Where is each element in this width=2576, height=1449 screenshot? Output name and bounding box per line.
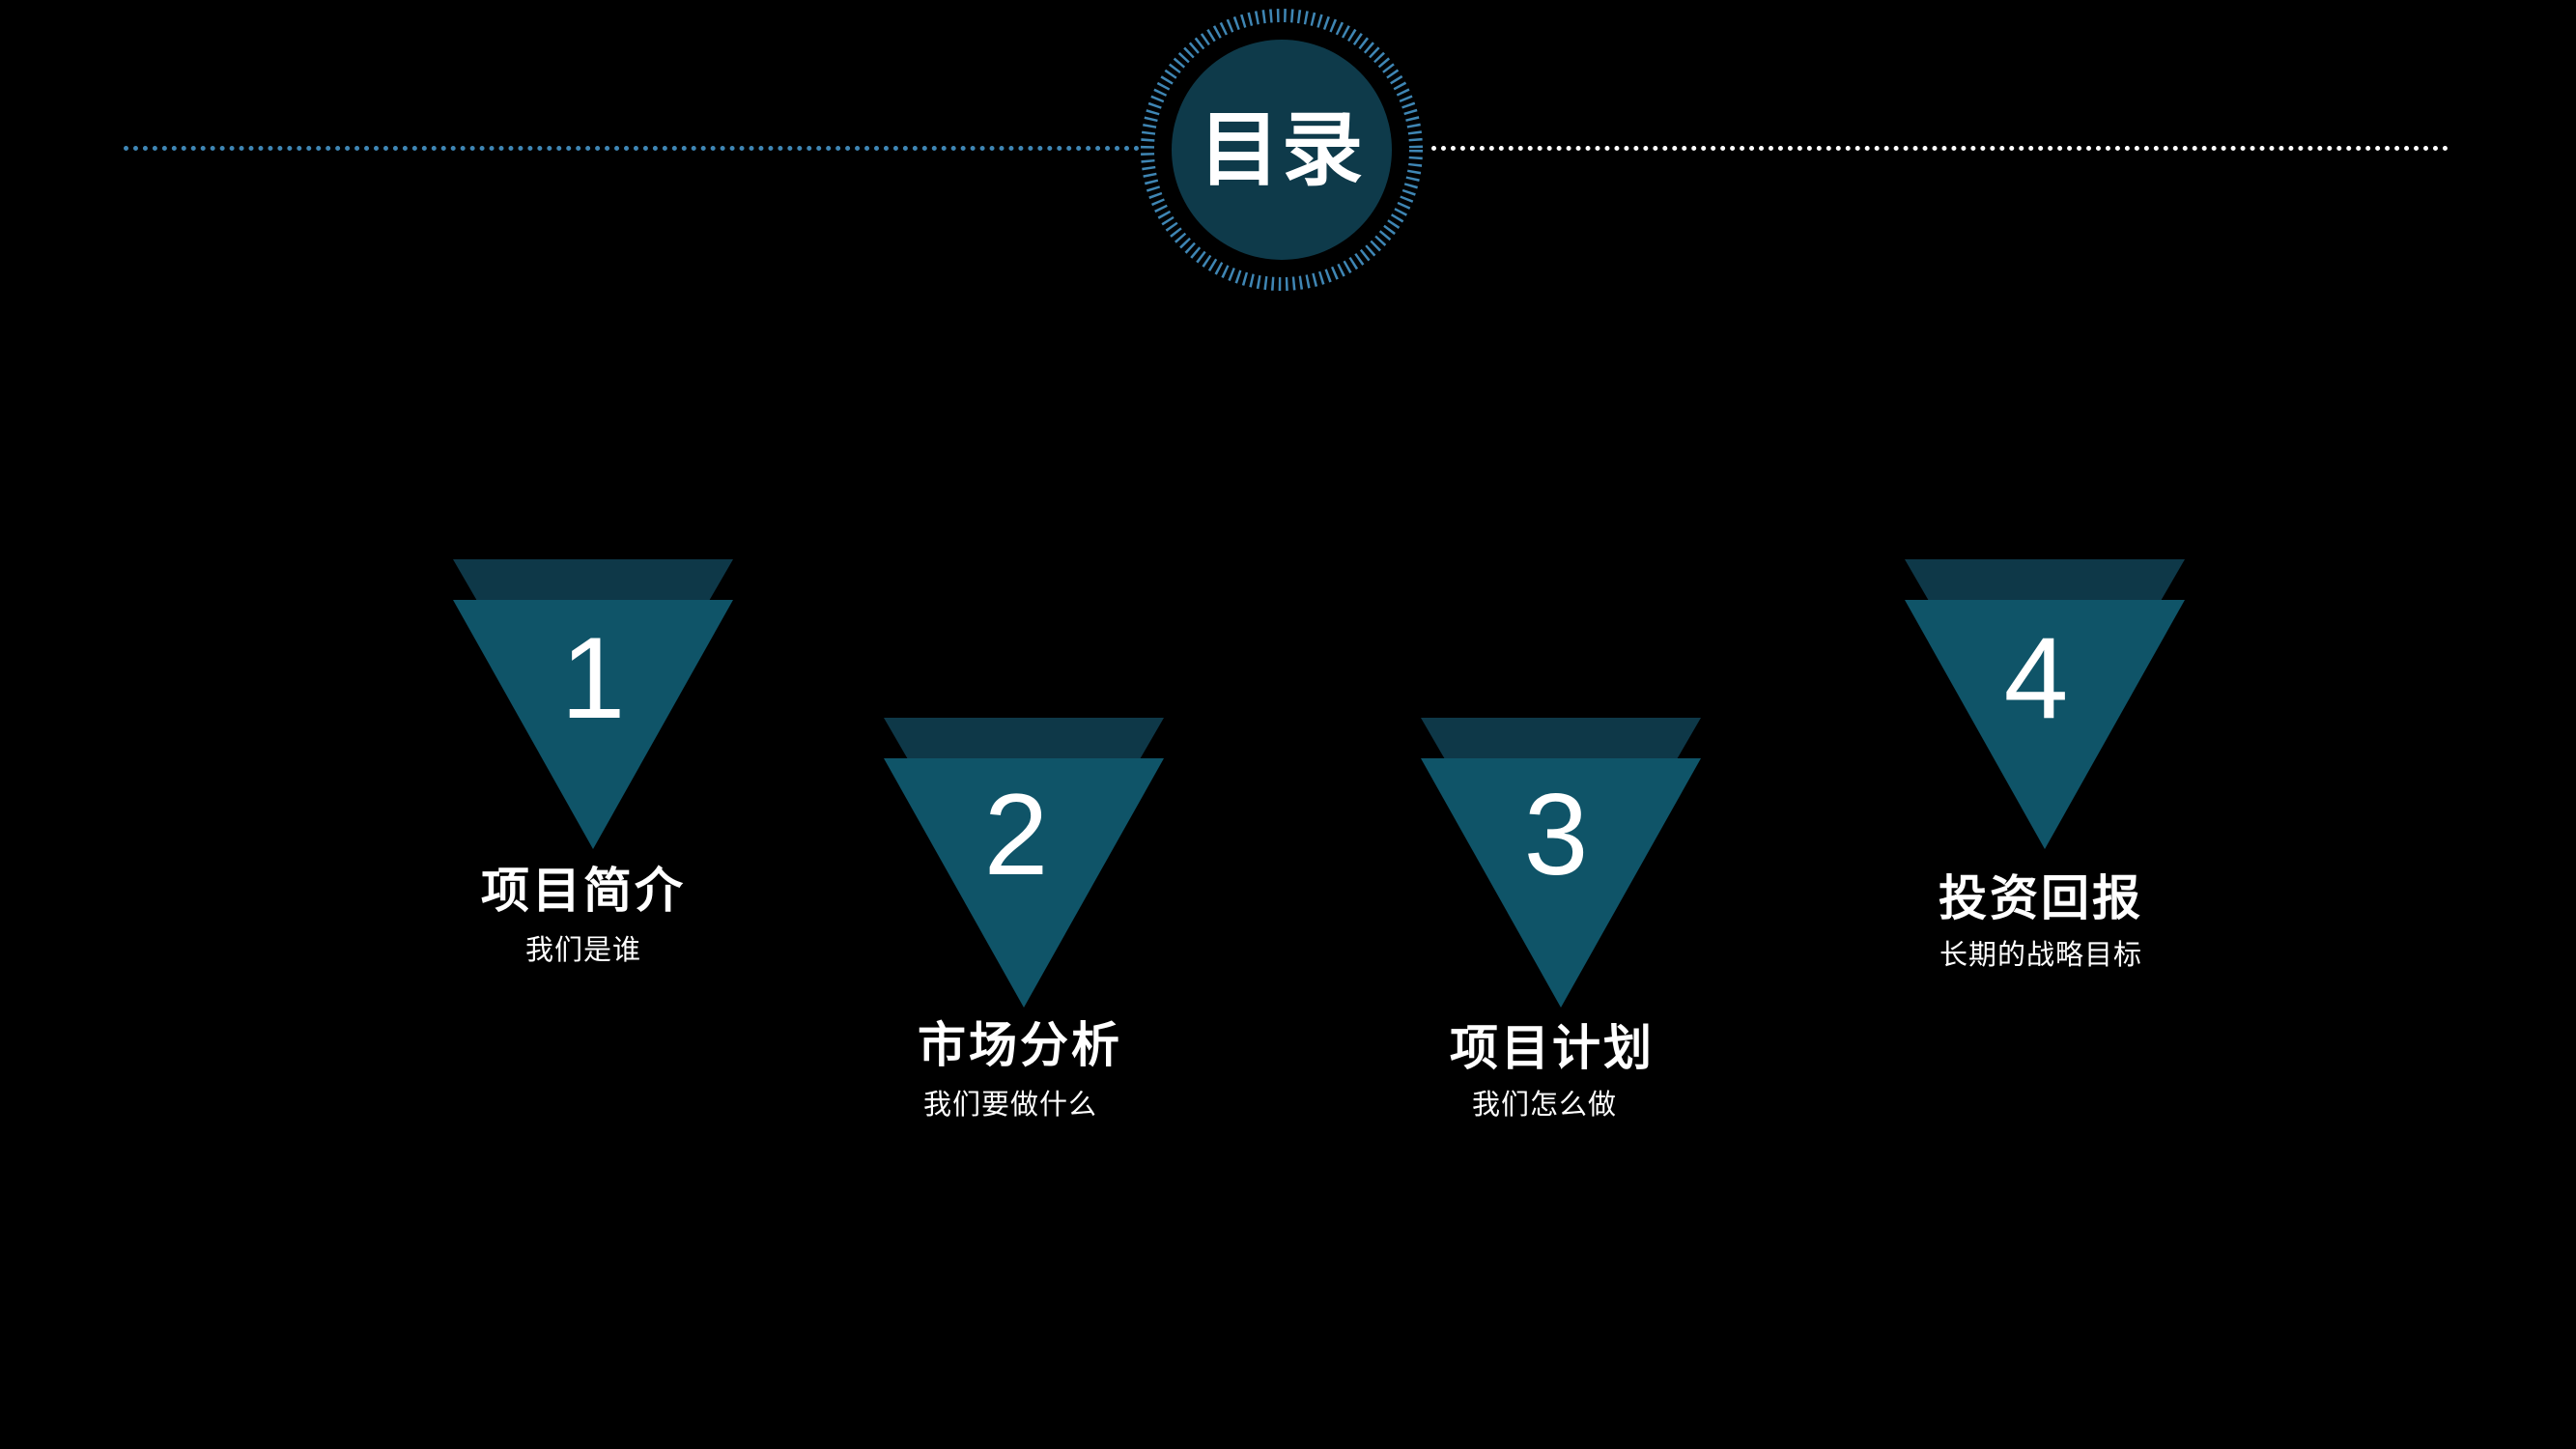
item-4-triangle bbox=[1905, 559, 2185, 849]
item-3-triangle-front bbox=[1421, 758, 1701, 1008]
item-2-triangle bbox=[884, 718, 1164, 1008]
item-1-subtitle: 我们是谁 bbox=[524, 933, 641, 966]
item-1-title: 项目简介 bbox=[481, 863, 686, 919]
item-1-triangle-front bbox=[453, 600, 733, 849]
title-badge-circle bbox=[1172, 40, 1392, 260]
item-3-number: 3 bbox=[1523, 770, 1589, 899]
item-2-subtitle: 我们要做什么 bbox=[922, 1088, 1097, 1121]
item-3-triangle bbox=[1421, 718, 1701, 1008]
page-title: 目录 bbox=[1198, 102, 1365, 197]
item-3-subtitle: 我们怎么做 bbox=[1471, 1088, 1617, 1121]
item-4-number: 4 bbox=[2003, 613, 2069, 743]
item-2-title: 市场分析 bbox=[918, 1017, 1122, 1073]
item-4-subtitle: 长期的战略目标 bbox=[1939, 938, 2142, 971]
item-4-title: 投资回报 bbox=[1939, 870, 2143, 926]
item-2-number: 2 bbox=[983, 770, 1049, 899]
item-1-triangle bbox=[453, 559, 733, 849]
header-dotted-line-left bbox=[124, 146, 1140, 151]
item-3-title: 项目计划 bbox=[1450, 1020, 1655, 1076]
title-badge bbox=[1141, 9, 1423, 291]
header-dotted-line-right bbox=[1431, 146, 2449, 151]
item-1-number: 1 bbox=[560, 613, 626, 743]
item-2-triangle-front bbox=[884, 758, 1164, 1008]
title-badge-tick-ring bbox=[1141, 9, 1423, 291]
item-4-triangle-front bbox=[1905, 600, 2185, 849]
